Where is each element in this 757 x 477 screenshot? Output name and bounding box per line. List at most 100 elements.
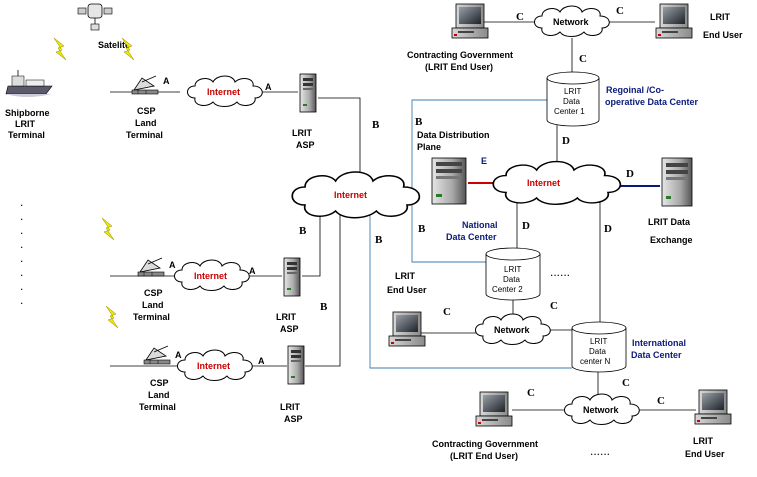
link-label-a: A [163, 76, 170, 86]
end-user-pc-icon [388, 311, 426, 347]
end-user-pc-icon [694, 389, 732, 425]
national-dc-cylinder [485, 247, 541, 301]
link-label-c: C [550, 300, 558, 312]
regional-dc-cyl-2: Data [563, 97, 580, 106]
asp-label-2a: LRIT [276, 312, 296, 322]
end-user-pc-icon [451, 3, 489, 39]
csp-label-2c: Terminal [133, 312, 170, 322]
svg-text:.: . [20, 209, 23, 223]
end-user-br-2: End User [685, 449, 725, 459]
link-label-d: D [626, 168, 634, 180]
bolt-icon [105, 305, 119, 329]
csp-label-1a: CSP [137, 106, 156, 116]
link-label-b: B [418, 223, 426, 235]
link-label-a: A [258, 356, 265, 366]
asp-server-icon [299, 73, 317, 113]
end-user-tr-1: LRIT [710, 12, 730, 22]
svg-text:.: . [20, 237, 23, 251]
internet-label-3: Internet [197, 361, 230, 371]
ddp-label-2: Plane [417, 142, 441, 152]
vertical-dots: . . . . . . . . [20, 195, 23, 307]
asp-label-1a: LRIT [292, 128, 312, 138]
right-internet-label: Internet [527, 178, 560, 188]
ddp-lines [369, 99, 572, 369]
regional-dc-label-1: Regoinal /Co- [606, 85, 664, 95]
link-label-e: E [481, 156, 487, 166]
link-label-c: C [622, 377, 630, 389]
ellipsis-mid: ...... [550, 265, 570, 279]
lde-label-1: LRIT Data [648, 217, 691, 227]
csp-label-3b: Land [148, 390, 170, 400]
link-label-a: A [169, 260, 176, 270]
asp-label-3a: LRIT [280, 402, 300, 412]
link-label-a: A [249, 266, 256, 276]
link-label-c: C [443, 306, 451, 318]
regional-dc-cyl-3: Center 1 [554, 107, 585, 116]
national-dc-label-2: Data Center [446, 232, 497, 242]
svg-text:.: . [20, 195, 23, 209]
regional-dc-cyl-1: LRIT [564, 87, 581, 96]
link-label-b: B [375, 234, 383, 246]
csp-label-2b: Land [142, 300, 164, 310]
national-dc-cyl-2: Data [503, 275, 520, 284]
national-dc-label-1: National [462, 220, 498, 230]
intl-dc-label-2: Data Center [631, 350, 682, 360]
intl-dc-cyl-2: Data [589, 347, 606, 356]
svg-text:.: . [20, 279, 23, 293]
link-label-d: D [562, 135, 570, 147]
ship-icon [5, 70, 53, 97]
end-user-bl-1: Contracting Government [432, 439, 538, 449]
svg-text:.: . [20, 265, 23, 279]
lde-label-2: Exchange [650, 235, 693, 245]
regional-dc-label-2: operative Data Center [605, 97, 699, 107]
link-label-c: C [657, 395, 665, 407]
network-label-1: Network [553, 17, 590, 27]
network-label-2: Network [494, 325, 531, 335]
network-label-3: Network [583, 405, 620, 415]
ship-label-3: Terminal [8, 130, 45, 140]
end-user-tr-2: End User [703, 30, 743, 40]
csp-dish-icon [143, 345, 171, 365]
link-label-b: B [299, 225, 307, 237]
national-dc-server-icon [431, 157, 467, 205]
end-user-tl-2: (LRIT End User) [425, 62, 493, 72]
link-label-c: C [616, 5, 624, 17]
link-label-a: A [265, 82, 272, 92]
csp-label-1b: Land [135, 118, 157, 128]
satellite-label: Satelite [98, 40, 130, 50]
asp-server-icon [283, 257, 301, 297]
csp-dish-icon [131, 75, 159, 95]
link-label-b: B [415, 116, 423, 128]
ship-label-2: LRIT [15, 119, 35, 129]
asp-label-1b: ASP [296, 140, 315, 150]
national-dc-cyl-1: LRIT [504, 265, 521, 274]
intl-dc-label-1: International [632, 338, 686, 348]
csp-dish-icon [137, 257, 165, 277]
regional-dc-cylinder [546, 71, 600, 127]
link-label-c: C [579, 53, 587, 65]
link-label-c: C [516, 11, 524, 23]
satellite-icon [77, 3, 113, 31]
end-user-pc-icon [655, 3, 693, 39]
csp-label-3a: CSP [150, 378, 169, 388]
intl-dc-cyl-1: LRIT [590, 337, 607, 346]
bolt-icon [53, 37, 67, 61]
end-user-mid-1: LRIT [395, 271, 415, 281]
national-dc-cyl-3: Center 2 [492, 285, 523, 294]
bolt-icon [101, 217, 115, 241]
end-user-pc-icon [475, 391, 513, 427]
link-label-d: D [522, 220, 530, 232]
csp-label-3c: Terminal [139, 402, 176, 412]
link-label-d: D [604, 223, 612, 235]
asp-label-3b: ASP [284, 414, 303, 424]
csp-label-1c: Terminal [126, 130, 163, 140]
csp-label-2a: CSP [144, 288, 163, 298]
ddp-label-1: Data Distribution [417, 130, 490, 140]
ellipsis-bottom: ...... [590, 444, 610, 458]
link-label-c: C [527, 387, 535, 399]
central-internet-label: Internet [334, 190, 367, 200]
internet-label-1: Internet [207, 87, 240, 97]
link-label-b: B [320, 301, 328, 313]
international-dc-cylinder [571, 321, 627, 373]
